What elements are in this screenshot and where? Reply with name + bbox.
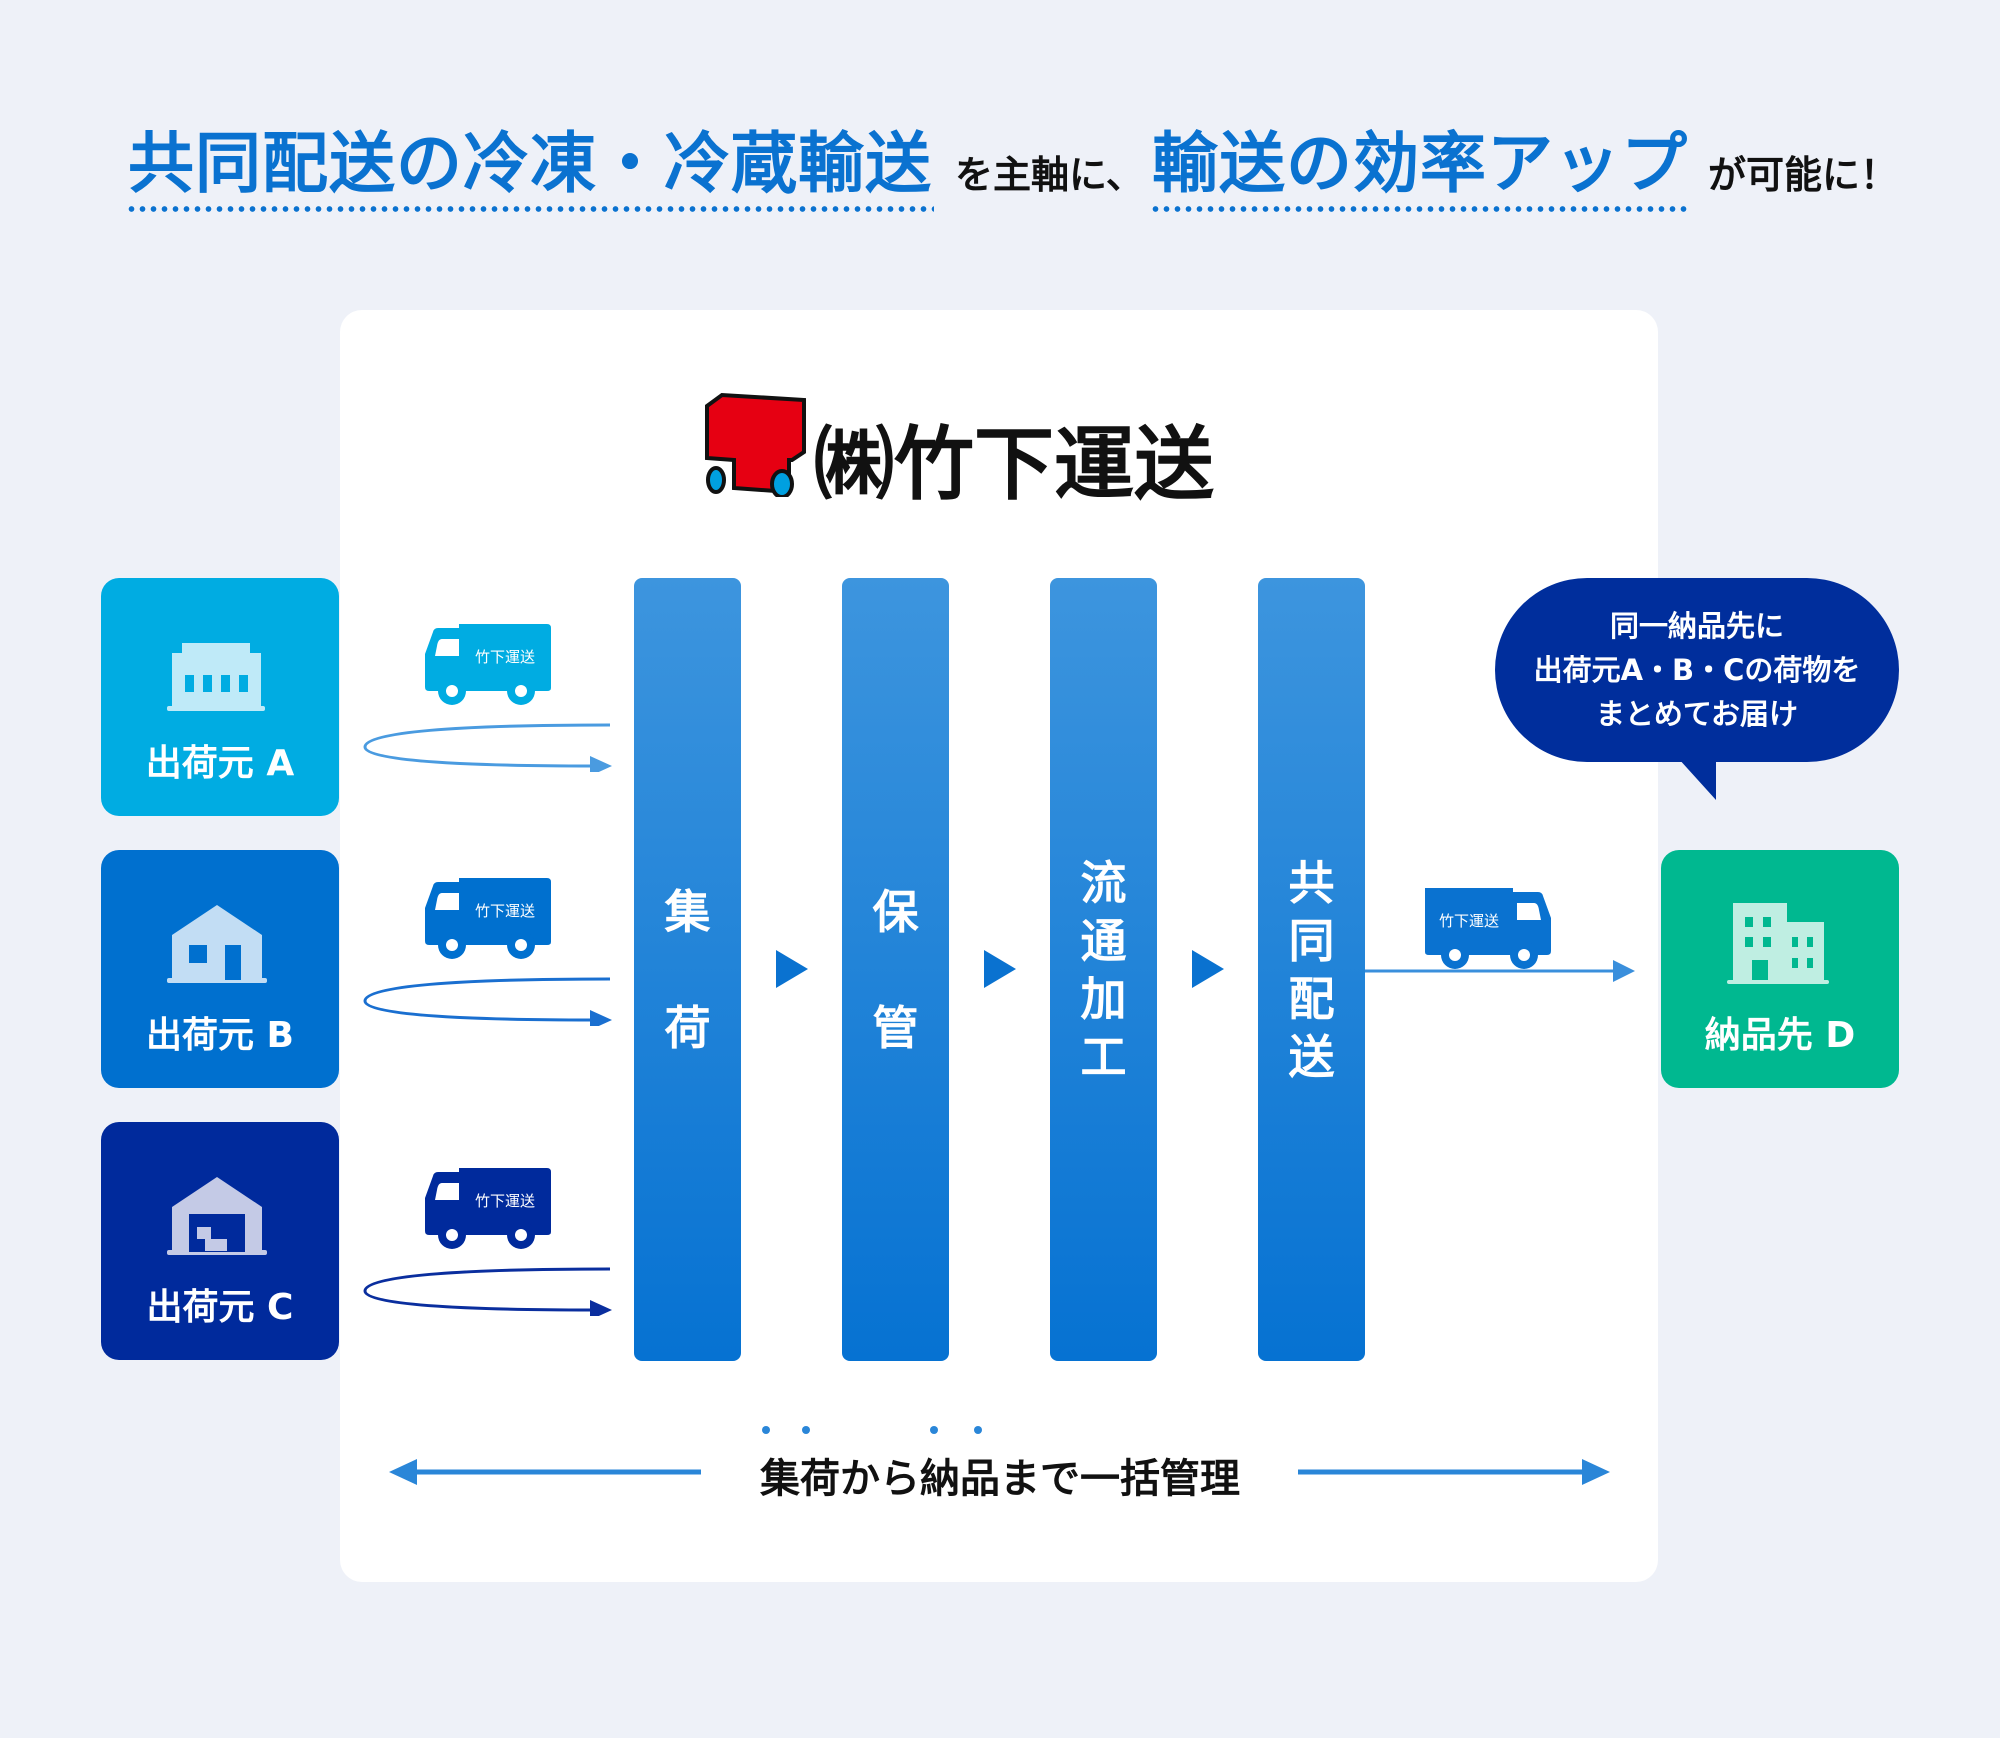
truck-icon: 竹下運送 — [425, 878, 551, 959]
company-name: ㈱竹下運送 — [814, 417, 1214, 511]
arrow-right-icon — [1192, 950, 1224, 988]
factory-icon — [167, 643, 265, 711]
company-logo: ㈱竹下運送 — [704, 392, 1249, 511]
source-a: 出荷元 A — [101, 578, 339, 816]
speech-bubble: 同一納品先に 出荷元A・B・Cの荷物を まとめてお届け — [1495, 578, 1899, 762]
truck-label: 竹下運送 — [475, 902, 535, 920]
headline-emphasis-2: 輸送の効率アップ — [1152, 125, 1688, 202]
loop-arrow — [363, 977, 612, 1026]
headline-text-4: が可能に！ — [1708, 153, 1899, 197]
dotted-underline — [1150, 206, 1688, 212]
house-icon — [167, 905, 267, 983]
source-label: 出荷元 B — [146, 1015, 294, 1056]
office-building-icon — [1727, 903, 1829, 984]
bubble-line: 出荷元A・B・Cの荷物を — [1533, 653, 1861, 687]
headline: 共同配送の冷凍・冷蔵輸送 を主軸に、 輸送の効率アップ が可能に！ — [0, 110, 2000, 230]
process-storage: 保 管 — [842, 578, 949, 1361]
source-label: 出荷元 A — [145, 743, 295, 784]
emphasis-dot — [930, 1426, 938, 1434]
delivery-arrow — [1365, 960, 1635, 982]
headline-text-2: を主軸に、 — [955, 153, 1144, 197]
bubble-line: まとめてお届け — [1595, 697, 1799, 731]
source-c: 出荷元 C — [101, 1122, 339, 1360]
double-arrow-right — [1298, 1459, 1610, 1485]
bottom-text: 集荷から納品まで一括管理 — [760, 1456, 1240, 1502]
headline-emphasis-1: 共同配送の冷凍・冷蔵輸送 — [128, 125, 932, 202]
dotted-underline — [126, 206, 934, 212]
truck-icon: 竹下運送 — [425, 1168, 551, 1249]
bubble-tail — [1678, 758, 1716, 800]
truck-label: 竹下運送 — [475, 648, 535, 666]
destination-label: 納品先 D — [1704, 1015, 1856, 1056]
one-stop-management-label: 集荷から納品まで一括管理 — [700, 1426, 1300, 1504]
emphasis-dot — [802, 1426, 810, 1434]
process-processing: 流 通 加 工 — [1050, 578, 1157, 1361]
truck-t-logo-icon — [705, 392, 806, 499]
arrow-right-icon — [984, 950, 1016, 988]
emphasis-dot — [974, 1426, 982, 1434]
source-label: 出荷元 C — [146, 1287, 294, 1328]
loop-arrow — [363, 1267, 612, 1316]
warehouse-icon — [167, 1177, 267, 1255]
loop-arrow — [363, 723, 612, 772]
destination-d: 納品先 D — [1661, 850, 1899, 1088]
truck-label: 竹下運送 — [1439, 912, 1499, 930]
truck-label: 竹下運送 — [475, 1192, 535, 1210]
process-collection: 集 荷 — [634, 578, 741, 1361]
emphasis-dot — [762, 1426, 770, 1434]
source-b: 出荷元 B — [101, 850, 339, 1088]
arrow-right-icon — [776, 950, 808, 988]
double-arrow-left — [389, 1459, 701, 1485]
process-joint-delivery: 共 同 配 送 — [1258, 578, 1365, 1361]
bubble-line: 同一納品先に — [1609, 609, 1784, 643]
truck-icon: 竹下運送 — [425, 624, 551, 705]
truck-icon: 竹下運送 — [1425, 888, 1551, 969]
